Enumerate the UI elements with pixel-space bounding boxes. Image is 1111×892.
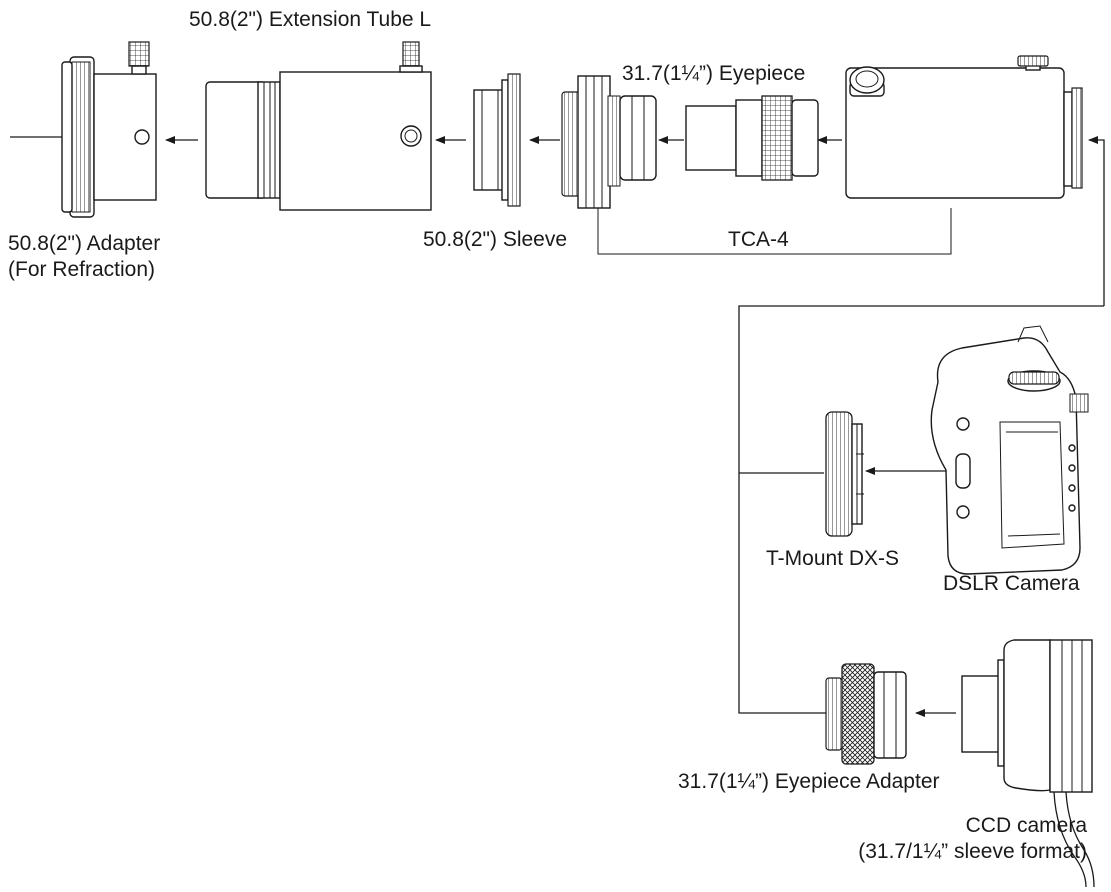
eyepiece-part <box>685 95 819 181</box>
dslr-label: DSLR Camera <box>943 572 1080 595</box>
extension-tube-part <box>205 41 432 211</box>
ccd-camera-part <box>961 639 1095 888</box>
tca4-front-part <box>561 75 657 209</box>
ccd-label: CCD camera <box>965 814 1087 837</box>
tca4-bracket <box>597 208 952 255</box>
tmount-part <box>825 411 864 537</box>
screw-hole-icon <box>134 129 150 145</box>
adapter-sublabel: (For Refraction) <box>8 258 156 281</box>
connector-to-tca4 <box>1088 136 1105 306</box>
ccd-sublabel: (31.7/1¼” sleeve format) <box>858 840 1087 863</box>
tmount-label: T-Mount DX-S <box>766 547 900 570</box>
sleeve-part <box>473 73 521 207</box>
tca4-label: TCA-4 <box>728 228 789 251</box>
connector-bracket <box>738 305 1104 714</box>
extension-tube-label: 50.8(2") Extension Tube L <box>189 8 432 31</box>
eyepiece-adapter-label: 31.7(1¼”) Eyepiece Adapter <box>678 770 940 793</box>
adapter-part <box>10 41 157 218</box>
tca4-body-part <box>845 55 1083 199</box>
eyepiece-adapter-part <box>825 663 907 765</box>
dslr-camera-part <box>930 325 1089 575</box>
sleeve-label: 50.8(2") Sleeve <box>423 228 568 251</box>
adapter-label: 50.8(2") Adapter <box>8 232 161 255</box>
screw-hole-icon <box>400 125 422 147</box>
eyepiece-label: 31.7(1¼”) Eyepiece <box>622 62 806 85</box>
